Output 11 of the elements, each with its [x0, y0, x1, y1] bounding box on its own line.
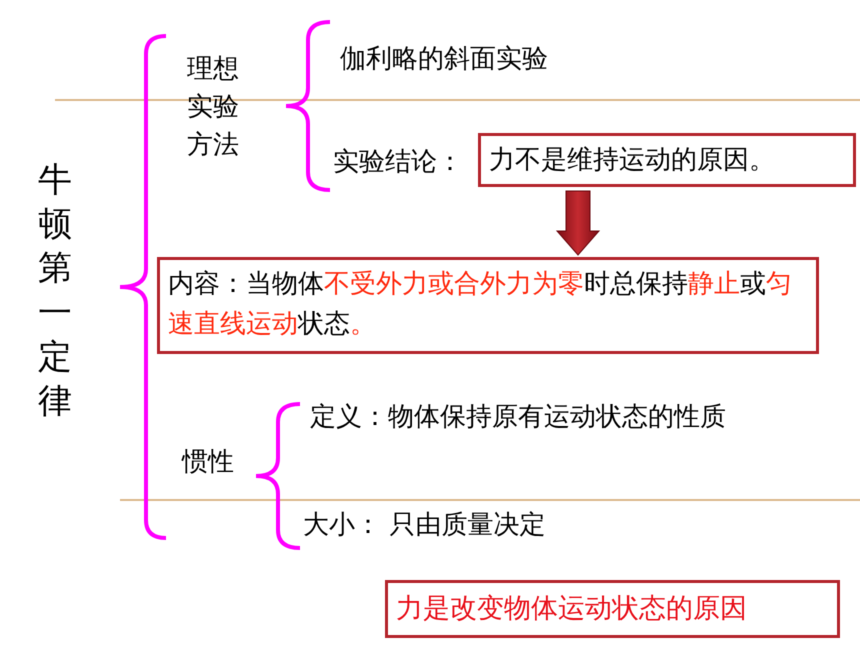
label-text: 惯性: [182, 443, 234, 481]
label-text: 大小： 只由质量决定: [303, 506, 546, 544]
content-box: 力是改变物体运动状态的原因: [385, 580, 840, 638]
label-text: 实验结论：: [333, 143, 463, 181]
content-box: 内容：当物体不受外力或合外力为零时总保持静止或匀速直线运动状态。: [157, 257, 819, 354]
block-arrow: [556, 190, 600, 256]
label-text: 理想实验方法: [187, 50, 251, 164]
content-box: 力不是维持运动的原因。: [478, 133, 856, 187]
label-text: 伽利略的斜面实验: [340, 40, 548, 78]
label-text: 定义：物体保持原有运动状态的性质: [310, 398, 726, 436]
vertical-title: 牛顿第一定律: [38, 158, 72, 424]
